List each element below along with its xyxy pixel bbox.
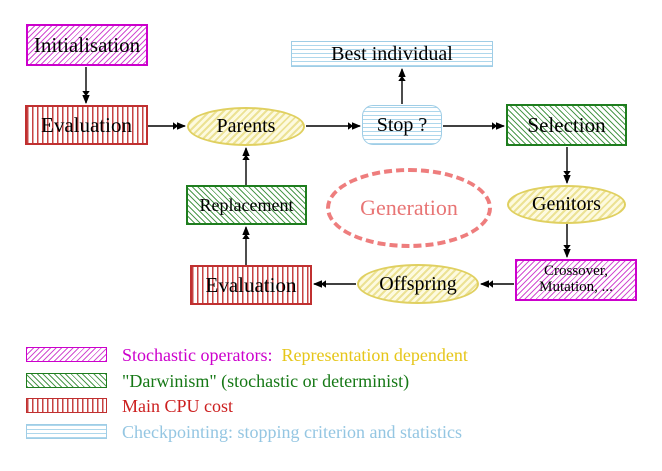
legend-label: Stochastic operators: Representation depe… (122, 345, 468, 366)
legend-text-checkpointing: Checkpointing: stopping criterion and st… (122, 422, 462, 442)
replacement-box: Replacement (186, 185, 307, 225)
stop-decision-box: Stop ? (362, 105, 442, 145)
legend-text-main-cpu-cost: Main CPU cost (122, 396, 234, 416)
cyan-stripes-swatch (26, 424, 107, 439)
genitors-ellipse: Genitors (507, 185, 626, 224)
legend-text-darwinism: "Darwinism" (stochastic or determinist) (122, 371, 410, 391)
initialisation-box: Initialisation (26, 24, 148, 66)
crossover-mutation-box: Crossover, Mutation, ... (515, 259, 637, 301)
parents-ellipse: Parents (187, 107, 305, 146)
green-hatch-swatch (26, 373, 107, 388)
legend-text-representation-dependent: Representation dependent (281, 345, 468, 365)
legend-text-stochastic-operators: Stochastic operators: (122, 345, 273, 365)
evaluation-box-bottom: Evaluation (190, 265, 312, 305)
crossover-label-line1: Crossover, (544, 263, 608, 280)
evaluation-box-top: Evaluation (25, 105, 148, 145)
generation-loop-ellipse: Generation (326, 168, 492, 248)
offspring-ellipse: Offspring (357, 264, 479, 304)
magenta-hatch-swatch (26, 347, 107, 362)
red-stripes-swatch (26, 398, 107, 413)
selection-box: Selection (506, 104, 627, 146)
crossover-label-line2: Mutation, ... (539, 279, 613, 295)
best-individual-box: Best individual (291, 41, 493, 67)
